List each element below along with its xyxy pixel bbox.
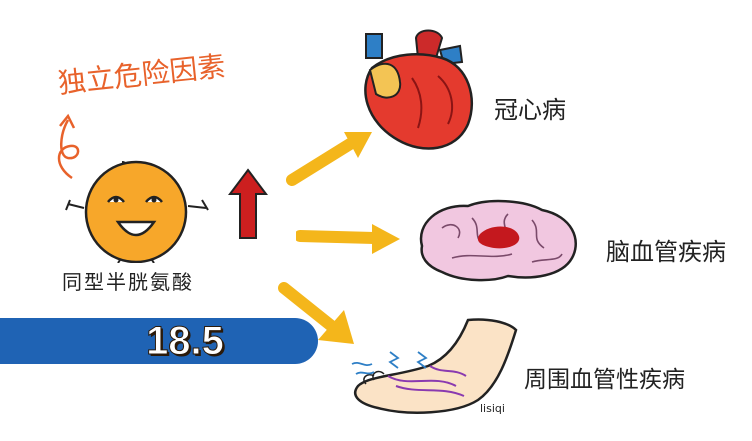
disease-label-brain: 脑血管疾病: [606, 238, 726, 266]
arrow-to-brain-icon: [296, 224, 400, 254]
arrow-to-heart-icon: [286, 132, 372, 186]
mascot-label: 同型半胱氨酸: [62, 270, 194, 294]
curly-arrow-icon: [57, 113, 80, 180]
foot-icon: [351, 318, 518, 414]
brain-icon: [419, 199, 577, 282]
disease-label-foot: 周围血管性疾病: [524, 367, 685, 393]
page-title: 独立危险因素: [56, 49, 227, 100]
arrow-to-foot-icon: [278, 282, 354, 344]
heart-icon: [364, 29, 473, 150]
signature: lisiqi: [480, 402, 505, 415]
up-arrow-icon: [228, 168, 268, 239]
mascot-icon: [65, 160, 209, 263]
disease-label-heart: 冠心病: [494, 96, 566, 124]
value-banner: 18.5: [0, 318, 318, 364]
value-text: 18.5: [146, 319, 225, 364]
